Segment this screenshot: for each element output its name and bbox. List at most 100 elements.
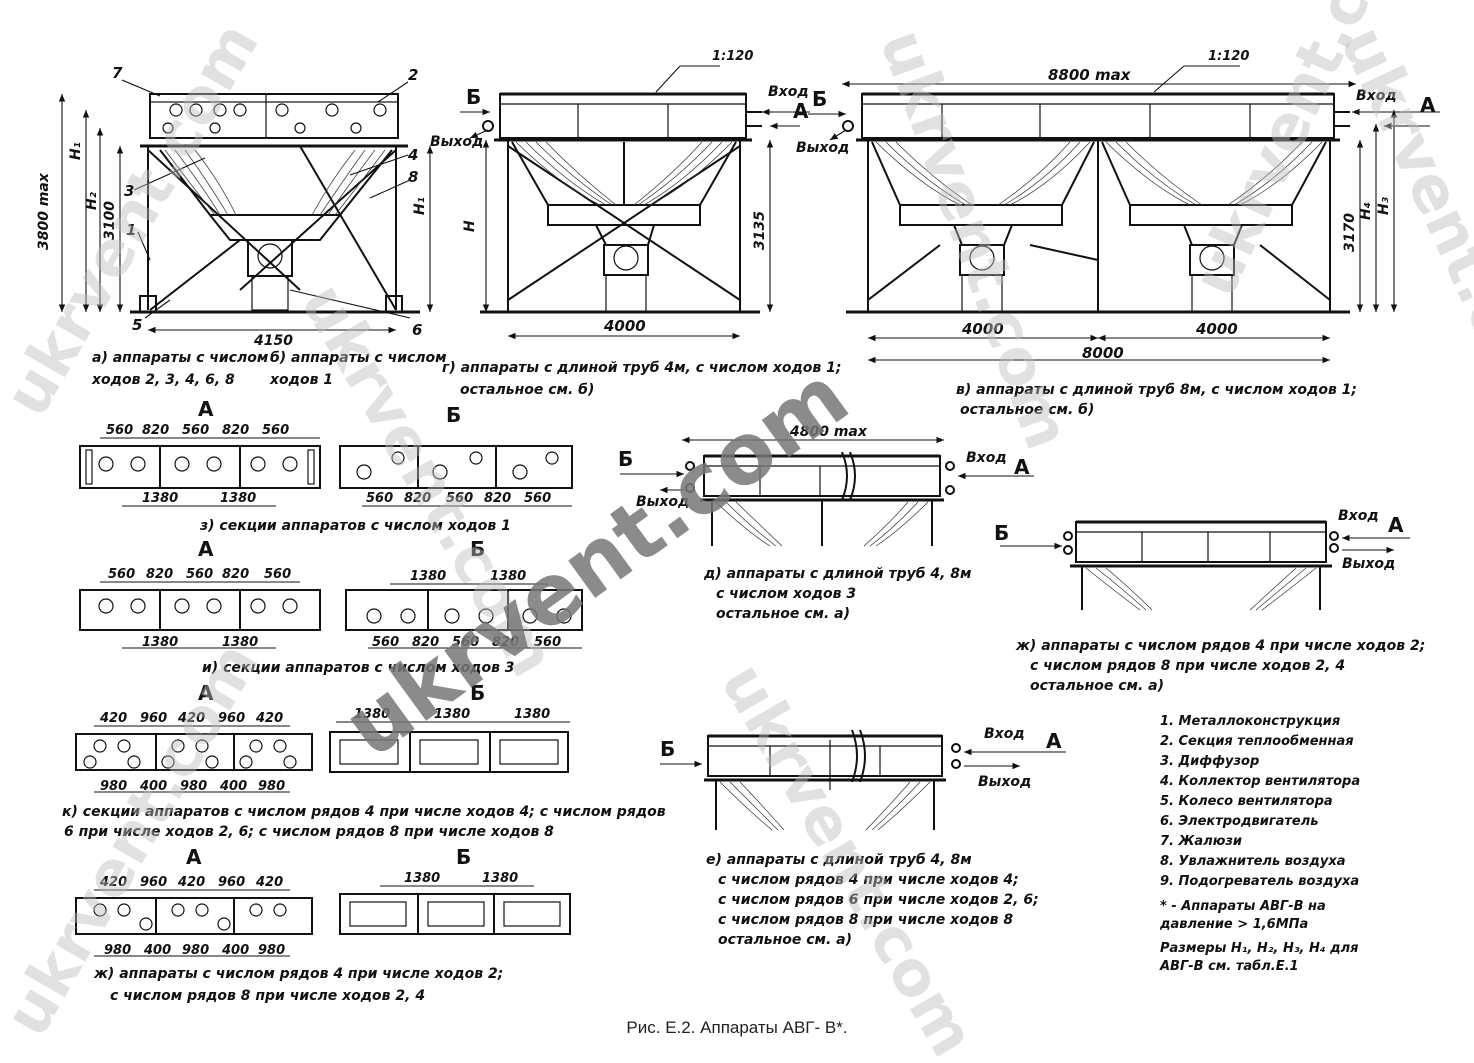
section-z-view-a: 560 820 560 820 560 1380 1380 А bbox=[79, 397, 321, 507]
legend-note-pressure-1: * - Аппараты АВГ-В на bbox=[1160, 899, 1326, 914]
dim-3100: 3100 bbox=[102, 201, 118, 240]
view-b-marker-g: Б bbox=[466, 85, 481, 109]
inlet-zh: Вход bbox=[1338, 508, 1379, 524]
zh-dim-980-1: 980 bbox=[104, 943, 131, 958]
legend-item-1: 1. Металлоконструкция bbox=[1160, 714, 1341, 729]
view-zh-apparatus bbox=[1063, 520, 1339, 611]
section-k-label-1: к) секции аппаратов с числом рядов 4 при… bbox=[62, 804, 666, 820]
inlet-v: Вход bbox=[1356, 88, 1397, 104]
z-dim-1380-2: 1380 bbox=[220, 491, 256, 506]
view-d-label-1: д) аппараты с длиной труб 4, 8м bbox=[703, 566, 971, 582]
section-i-label: и) секции аппаратов с числом ходов 3 bbox=[202, 660, 515, 676]
k-dim-420-3: 420 bbox=[255, 711, 283, 726]
k-dim-980-1: 980 bbox=[100, 779, 127, 794]
zh-dim-420-3: 420 bbox=[255, 875, 283, 890]
dim-8000: 8000 bbox=[1082, 344, 1124, 362]
view-b-marker-v: Б bbox=[812, 87, 827, 111]
outlet-zh: Выход bbox=[1342, 556, 1395, 572]
section-z-view-b: 560 820 560 820 560 Б bbox=[339, 403, 573, 507]
dim-8800: 8800 max bbox=[1048, 66, 1132, 84]
outlet-g: Выход bbox=[430, 134, 483, 150]
callout-8: 8 bbox=[408, 168, 418, 186]
legend-item-4: 4. Коллектор вентилятора bbox=[1160, 774, 1361, 789]
k-dim-420-1: 420 bbox=[99, 711, 127, 726]
inlet-g: Вход bbox=[768, 84, 809, 100]
i-b-dim-1380-2: 1380 bbox=[490, 569, 526, 584]
zh-dim-400-1: 400 bbox=[143, 943, 171, 958]
k-dim-400-1: 400 bbox=[139, 779, 167, 794]
figure-caption: Рис. Е.2. Аппараты АВГ- В*. bbox=[626, 1018, 848, 1037]
dim-h3: H₃ bbox=[1376, 197, 1392, 215]
view-e-label-4: с числом рядов 8 при числе ходов 8 bbox=[718, 912, 1013, 928]
callout-4: 4 bbox=[407, 146, 418, 164]
callout-7: 7 bbox=[112, 64, 123, 82]
dim-h2: H₂ bbox=[84, 191, 100, 210]
dim-h1-right: H₁ bbox=[412, 197, 428, 215]
dim-4800: 4800 max bbox=[789, 424, 868, 440]
z-b-dim-820-1: 820 bbox=[404, 491, 431, 506]
view-d-dimensions: 4800 max Б Выход Вход А bbox=[618, 424, 1034, 510]
section-k-view-b: 1380 1380 1380 Б bbox=[329, 681, 570, 773]
legend-note-dimensions-1: Размеры H₁, H₂, H₃, H₄ для bbox=[1160, 941, 1359, 956]
zh-b-dim-1380-2: 1380 bbox=[482, 871, 518, 886]
legend: 1. Металлоконструкция 2. Секция теплообм… bbox=[1160, 712, 1420, 976]
view-a-marker-e: А bbox=[1046, 729, 1062, 753]
i-dim-560-3: 560 bbox=[264, 567, 291, 582]
view-a-marker-g: А bbox=[793, 99, 809, 123]
i-b-dim-560-1: 560 bbox=[372, 635, 399, 650]
view-e-label-1: е) аппараты с длиной труб 4, 8м bbox=[706, 852, 972, 868]
i-b-dim-820-1: 820 bbox=[412, 635, 439, 650]
dim-4000-v1: 4000 bbox=[961, 320, 1004, 338]
view-a-marker-zh: А bbox=[1388, 513, 1404, 537]
section-zh-view-b: 1380 1380 Б bbox=[339, 845, 571, 935]
section-zh-view-a: 420 960 420 960 420 980 400 980 400 980 … bbox=[75, 845, 313, 958]
dim-h1-left: H₁ bbox=[68, 142, 84, 160]
outlet-e: Выход bbox=[978, 774, 1031, 790]
legend-note-pressure-2: давление > 1,6МПа bbox=[1160, 917, 1309, 932]
inlet-e: Вход bbox=[984, 726, 1025, 742]
view-b-label-1: б) аппараты с числом bbox=[270, 350, 447, 366]
i-dim-820-1: 820 bbox=[146, 567, 173, 582]
callout-1: 1 bbox=[126, 221, 136, 239]
view-zh-top-label-3: остальное см. а) bbox=[1030, 678, 1164, 694]
dim-h4: H₄ bbox=[1358, 202, 1374, 220]
view-e-label-5: остальное см. а) bbox=[718, 932, 852, 948]
section-z-label: з) секции аппаратов с числом ходов 1 bbox=[199, 518, 511, 534]
dim-3135: 3135 bbox=[752, 211, 768, 250]
i-dim-1380-1: 1380 bbox=[142, 635, 178, 650]
outlet-v: Выход bbox=[796, 140, 849, 156]
slope-g: 1:120 bbox=[712, 49, 753, 64]
view-d-apparatus bbox=[685, 451, 955, 547]
callout-2: 2 bbox=[408, 66, 418, 84]
view-e-label-2: с числом рядов 4 при числе ходов 4; bbox=[718, 872, 1019, 888]
view-v-apparatus bbox=[842, 92, 1350, 314]
z-b-dim-560-3: 560 bbox=[524, 491, 551, 506]
section-i-view-a: 560 820 560 820 560 1380 1380 А bbox=[79, 537, 321, 650]
legend-note-dimensions: Размеры H₁, H₂, H₃, H₄ для АВГ-В см. таб… bbox=[1160, 940, 1420, 976]
zh-dim-960-2: 960 bbox=[218, 875, 245, 890]
view-a-label-2: ходов 2, 3, 4, 6, 8 bbox=[91, 372, 235, 388]
view-e-blades bbox=[719, 781, 931, 831]
i-dim-560-1: 560 bbox=[108, 567, 135, 582]
legend-item-6: 6. Электродвигатель bbox=[1160, 814, 1319, 829]
view-zh-blades bbox=[1085, 567, 1317, 611]
z-dim-560-2: 560 bbox=[182, 423, 209, 438]
dim-3800: 3800 max bbox=[36, 172, 52, 250]
zh-dim-420-2: 420 bbox=[177, 875, 205, 890]
z-view-b-marker: Б bbox=[446, 403, 461, 427]
view-zh-dimensions: Б Вход А Выход bbox=[994, 508, 1410, 572]
z-view-a-marker: А bbox=[198, 397, 214, 421]
dim-4000-g: 4000 bbox=[603, 317, 646, 335]
view-a-label-1: а) аппараты с числом bbox=[92, 350, 268, 366]
zh-view-b-marker: Б bbox=[456, 845, 471, 869]
z-b-dim-820-2: 820 bbox=[484, 491, 511, 506]
view-g-dimensions: 1:120 H 3135 4000 Б Выход Вход А bbox=[430, 49, 810, 340]
z-b-dim-560-1: 560 bbox=[366, 491, 393, 506]
view-a-marker-d: А bbox=[1014, 455, 1030, 479]
legend-note-dimensions-2: АВГ-В см. табл.Е.1 bbox=[1160, 959, 1299, 974]
callout-6: 6 bbox=[412, 321, 422, 339]
view-v-blades bbox=[875, 141, 1323, 206]
view-g-label-1: г) аппараты с длиной труб 4м, с числом х… bbox=[442, 360, 841, 376]
legend-item-8: 8. Увлажнитель воздуха bbox=[1160, 854, 1346, 869]
